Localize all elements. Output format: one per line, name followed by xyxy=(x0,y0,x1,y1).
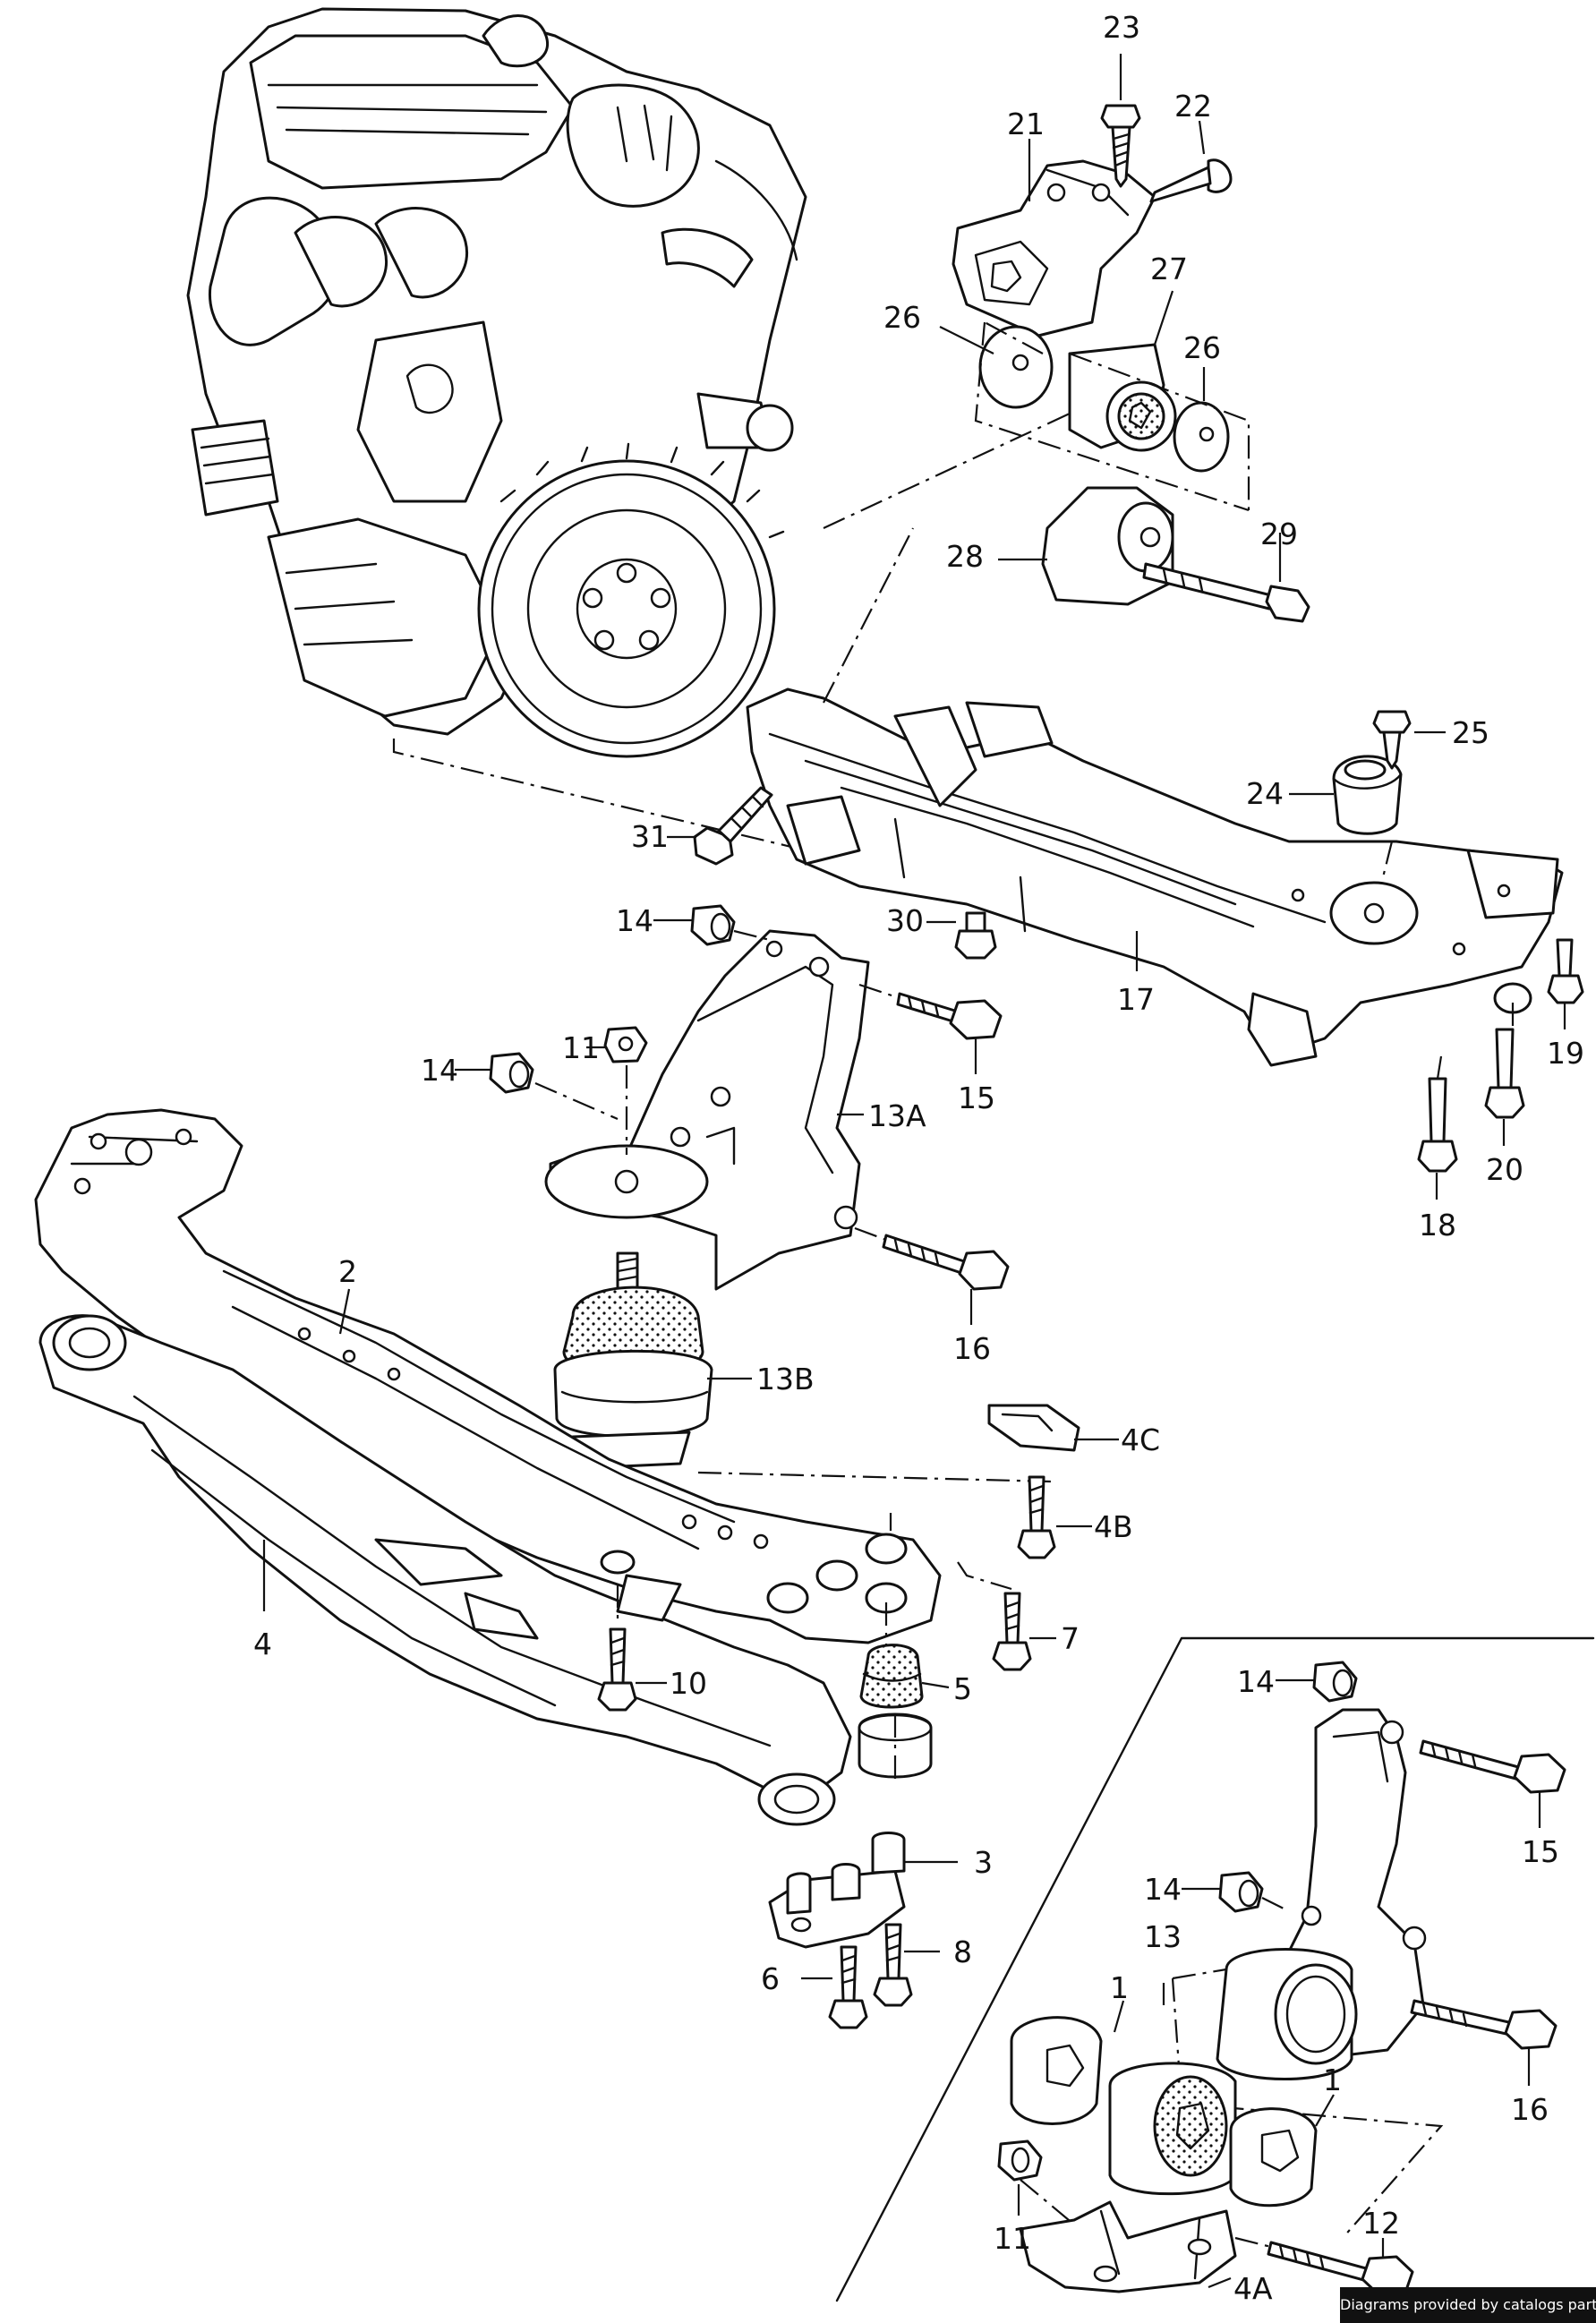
bolt-15-upper xyxy=(896,992,1003,1040)
callout-11-inset: 11 xyxy=(994,2221,1031,2256)
callout-20: 20 xyxy=(1486,1152,1523,1187)
mount-inset-rubber xyxy=(1108,2062,1237,2196)
washer-26-right xyxy=(1173,401,1230,473)
credit-text: Diagrams provided by catalogs parts xyxy=(1340,2296,1596,2313)
nut-14-middle xyxy=(489,1052,534,1094)
callout-3: 3 xyxy=(974,1845,993,1880)
callout-4B: 4B xyxy=(1094,1509,1133,1544)
subframe-4 xyxy=(38,1314,852,1826)
bolt-16-upper xyxy=(882,1234,1010,1291)
bolt-16-inset xyxy=(1410,1999,1558,2050)
bolt-20 xyxy=(1484,1028,1525,1119)
bolt-7 xyxy=(992,1592,1032,1671)
callout-12: 12 xyxy=(1362,2206,1400,2241)
callout-22: 22 xyxy=(1174,89,1212,124)
bolt-31 xyxy=(693,786,773,866)
nut-14-inset-top xyxy=(1312,1661,1358,1703)
callout-8: 8 xyxy=(953,1934,972,1969)
bolt-23 xyxy=(1100,104,1141,188)
inset-divider xyxy=(835,1636,1595,2302)
bolt-10 xyxy=(597,1627,637,1712)
callout-13A: 13A xyxy=(868,1098,926,1133)
callout-27: 27 xyxy=(1150,252,1188,286)
bolt-18 xyxy=(1417,1077,1458,1173)
mount-27 xyxy=(1068,343,1177,452)
callout-17: 17 xyxy=(1117,982,1155,1017)
nut-11-inset xyxy=(997,2139,1043,2182)
callout-14-inset-top: 14 xyxy=(1237,1664,1275,1699)
flywheel xyxy=(477,442,785,758)
mount-13B xyxy=(553,1251,713,1470)
callout-labels: 23 22 21 27 26 26 28 29 25 24 31 30 17 1… xyxy=(253,10,1584,2306)
callout-1-left: 1 xyxy=(1110,1970,1129,2005)
callout-26-left: 26 xyxy=(883,300,921,335)
bolt-15-inset xyxy=(1419,1739,1566,1794)
callout-25: 25 xyxy=(1452,715,1489,750)
callout-4C: 4C xyxy=(1121,1422,1160,1457)
callout-6: 6 xyxy=(761,1961,780,1996)
callout-29: 29 xyxy=(1260,517,1298,551)
callout-16-inset: 16 xyxy=(1511,2092,1549,2127)
callout-13B: 13B xyxy=(756,1362,815,1396)
mount-24 xyxy=(1332,755,1403,835)
washer-1-right xyxy=(1229,2107,1318,2208)
callout-14-inset-middle: 14 xyxy=(1144,1872,1182,1907)
bolt-8 xyxy=(873,1923,913,2007)
callout-7: 7 xyxy=(1061,1621,1080,1656)
callout-18: 18 xyxy=(1419,1208,1456,1243)
engine-block-illustration xyxy=(186,7,807,758)
nut-11-upper xyxy=(603,1026,648,1063)
callout-14-middle: 14 xyxy=(421,1053,458,1088)
bracket-4C xyxy=(987,1404,1080,1452)
bracket-13A xyxy=(544,929,870,1291)
callout-21: 21 xyxy=(1007,107,1045,141)
callout-10: 10 xyxy=(670,1666,707,1701)
callout-13: 13 xyxy=(1144,1919,1182,1954)
bolt-19 xyxy=(1547,938,1584,1004)
bolt-25 xyxy=(1372,710,1412,770)
callout-28: 28 xyxy=(946,539,984,574)
callout-19: 19 xyxy=(1547,1036,1584,1071)
nut-14-upper xyxy=(690,904,736,946)
bolt-22 xyxy=(1149,158,1233,203)
bracket-inset-13 xyxy=(1216,1708,1427,2080)
bracket-3 xyxy=(768,1832,906,1949)
credit-banner xyxy=(1340,2287,1596,2323)
bolt-4B xyxy=(1017,1475,1056,1559)
nut-14-inset-middle xyxy=(1218,1871,1264,1913)
bolt-29 xyxy=(1142,562,1310,623)
subframe-17 xyxy=(746,688,1564,1067)
bolt-30 xyxy=(954,911,997,960)
callout-30: 30 xyxy=(886,903,924,938)
mount-bracket-21 xyxy=(952,159,1156,337)
bolt-6 xyxy=(828,1945,868,2029)
callout-23: 23 xyxy=(1103,10,1140,45)
callout-24: 24 xyxy=(1246,776,1284,811)
callout-2: 2 xyxy=(338,1254,357,1289)
mount-5 xyxy=(859,1644,924,1709)
washer-1-left xyxy=(1010,2016,1103,2125)
callout-1-right: 1 xyxy=(1323,2063,1342,2097)
callout-26-right: 26 xyxy=(1183,330,1221,365)
callout-4: 4 xyxy=(253,1627,272,1661)
bracket-4A xyxy=(1019,2200,1237,2293)
callout-4A: 4A xyxy=(1233,2271,1273,2306)
callout-14-upper: 14 xyxy=(616,903,653,938)
callout-5: 5 xyxy=(953,1671,972,1706)
callout-15-inset: 15 xyxy=(1522,1834,1559,1869)
mount-28 xyxy=(1041,486,1174,606)
callout-11-upper: 11 xyxy=(562,1030,600,1065)
callout-15-upper: 15 xyxy=(958,1080,995,1115)
callout-16-upper: 16 xyxy=(953,1331,991,1366)
callout-31: 31 xyxy=(631,819,669,854)
